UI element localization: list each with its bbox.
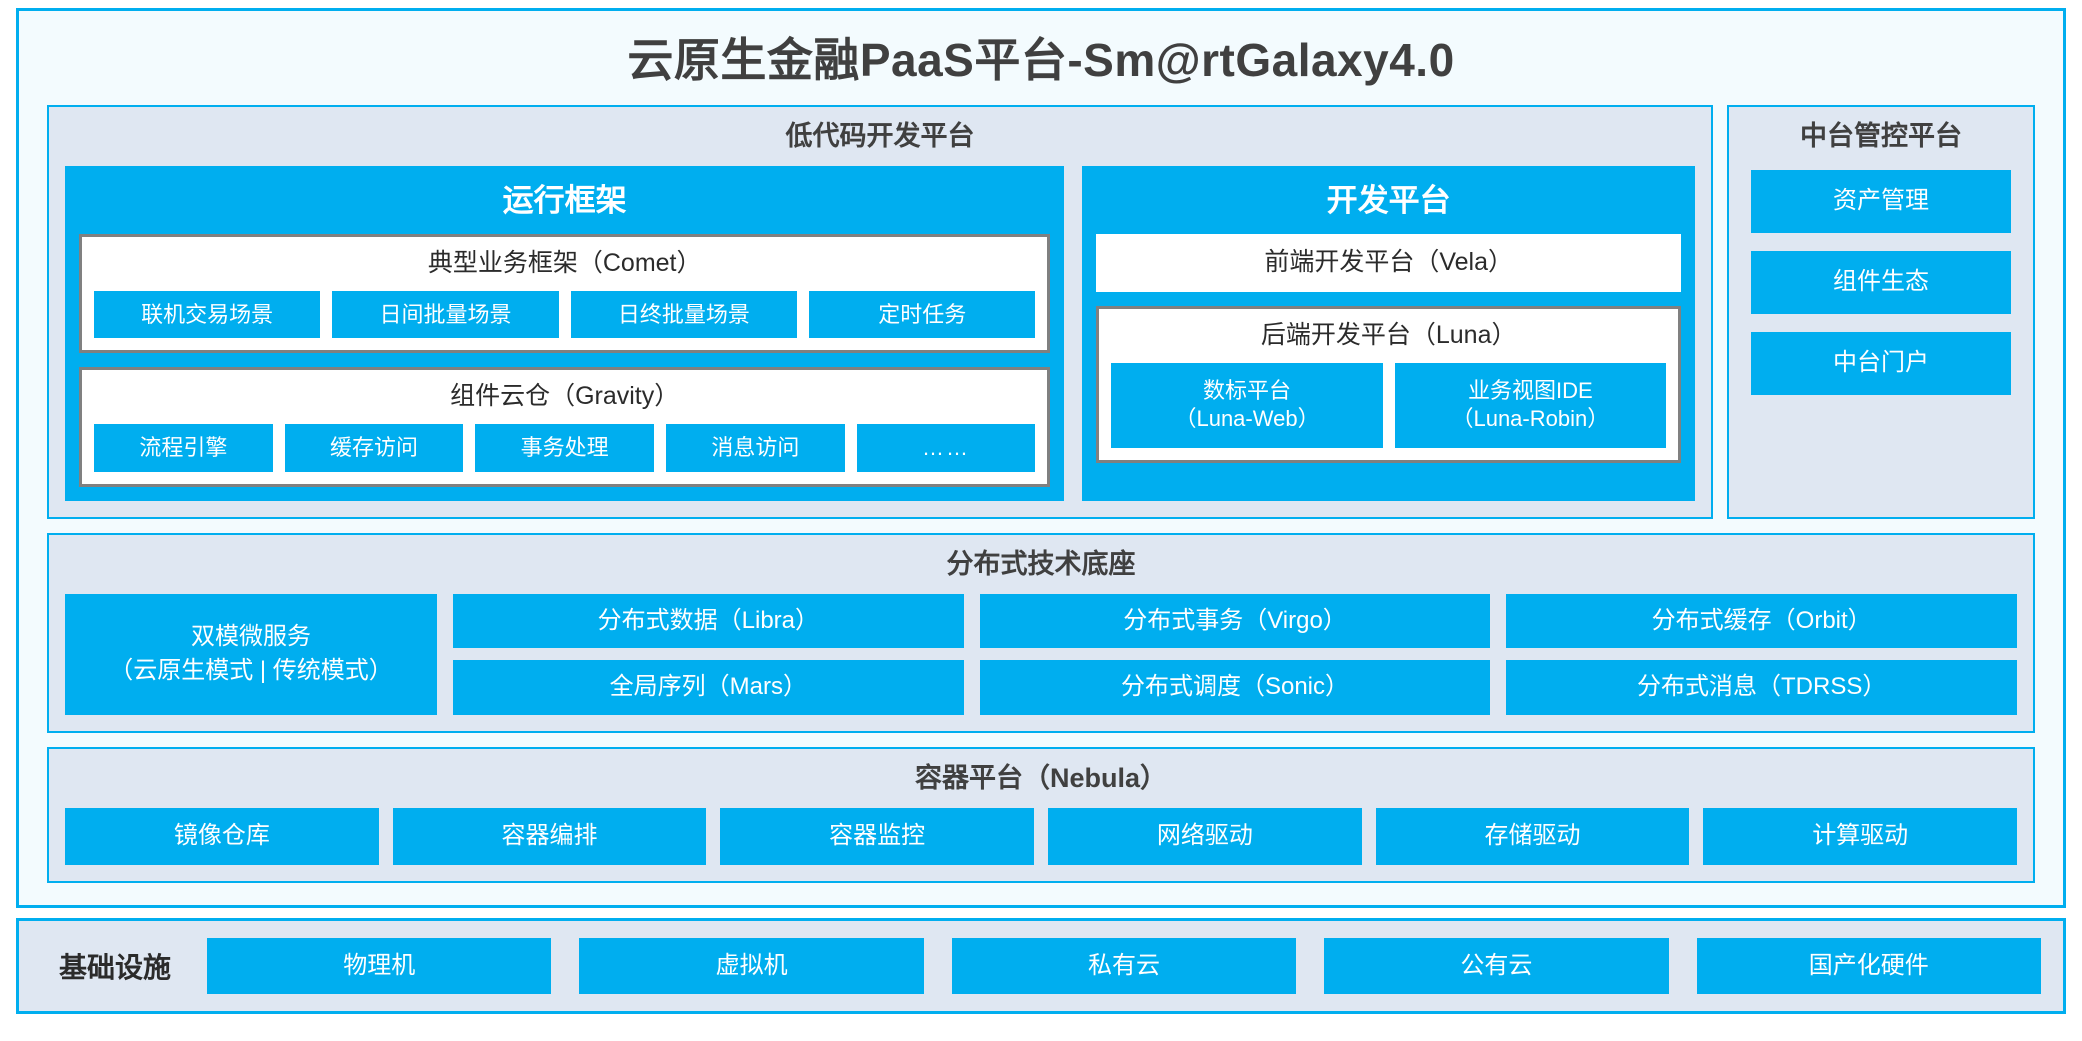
- tech-cell-orbit[interactable]: 分布式缓存（Orbit）: [1506, 593, 2018, 649]
- lowcode-platform-title: 低代码开发平台: [785, 121, 975, 152]
- development-platform-title: 开发平台: [1326, 183, 1451, 219]
- gravity-chip[interactable]: 消息访问: [666, 424, 845, 472]
- tech-base-body: 双模微服务（云原生模式 | 传统模式） 分布式数据（Libra） 全局序列（Ma…: [65, 593, 2018, 716]
- gravity-chip[interactable]: 缓存访问: [284, 424, 464, 472]
- container-item-image-registry[interactable]: 镜像仓库: [65, 808, 379, 866]
- gravity-chip-row: 流程引擎 缓存访问 事务处理 消息访问 ……: [94, 424, 1036, 472]
- container-platform-title: 容器平台（Nebula）: [914, 763, 1168, 794]
- infrastructure-item-virtual-machine[interactable]: 虚拟机: [579, 937, 924, 995]
- comet-box: 典型业务框架（Comet） 联机交易场景 日间批量场景 日终批量场景 定时任务: [79, 234, 1051, 354]
- backend-platform-title: 后端开发平台（Luna）: [1260, 320, 1517, 349]
- container-item-network-driver[interactable]: 网络驱动: [1048, 808, 1362, 866]
- mgmt-platform-title: 中台管控平台: [1800, 121, 1962, 152]
- container-platform-panel: 容器平台（Nebula） 镜像仓库 容器编排 容器监控 网络驱动 存储驱动 计算…: [47, 747, 2035, 884]
- tech-cell-dual-mode-microservice[interactable]: 双模微服务（云原生模式 | 传统模式）: [65, 593, 437, 716]
- tech-base-title: 分布式技术底座: [946, 548, 1136, 579]
- infrastructure-item-physical-machine[interactable]: 物理机: [207, 937, 552, 995]
- mgmt-platform-panel: 中台管控平台 资产管理 组件生态 中台门户: [1727, 105, 2035, 519]
- comet-chip[interactable]: 日终批量场景: [570, 290, 798, 339]
- gravity-chip-more[interactable]: ……: [856, 424, 1036, 472]
- infrastructure-item-row: 物理机 虚拟机 私有云 公有云 国产化硬件: [207, 937, 2041, 995]
- runtime-framework-title: 运行框架: [502, 183, 627, 219]
- lowcode-platform-panel: 低代码开发平台 运行框架 典型业务框架（Comet） 联机交易场景 日间批量场景…: [47, 105, 1713, 519]
- tech-column-1: 分布式数据（Libra） 全局序列（Mars）: [453, 593, 964, 716]
- page-title: 云原生金融PaaS平台-Sm@rtGalaxy4.0: [627, 34, 1455, 86]
- infrastructure-label: 基础设施: [59, 952, 172, 983]
- lowcode-columns: 运行框架 典型业务框架（Comet） 联机交易场景 日间批量场景 日终批量场景 …: [65, 166, 1695, 501]
- infrastructure-item-domestic-hardware[interactable]: 国产化硬件: [1696, 937, 2041, 995]
- comet-title: 典型业务框架（Comet）: [427, 249, 702, 278]
- platform-frame: 云原生金融PaaS平台-Sm@rtGalaxy4.0 低代码开发平台 运行框架 …: [16, 8, 2066, 908]
- tech-column-2: 分布式事务（Virgo） 分布式调度（Sonic）: [979, 593, 1491, 716]
- frontend-platform-box[interactable]: 前端开发平台（Vela）: [1096, 234, 1681, 292]
- tech-cell-virgo[interactable]: 分布式事务（Virgo）: [979, 593, 1491, 649]
- mgmt-item-list: 资产管理 组件生态 中台门户: [1751, 166, 2011, 498]
- backend-chip-luna-robin[interactable]: 业务视图IDE（Luna-Robin）: [1394, 362, 1667, 448]
- comet-chip[interactable]: 联机交易场景: [94, 290, 321, 339]
- tech-cell-mars[interactable]: 全局序列（Mars）: [453, 660, 964, 716]
- gravity-chip[interactable]: 流程引擎: [94, 424, 273, 472]
- infrastructure-item-private-cloud[interactable]: 私有云: [951, 937, 1297, 995]
- container-item-row: 镜像仓库 容器编排 容器监控 网络驱动 存储驱动 计算驱动: [65, 808, 2018, 866]
- upper-row: 低代码开发平台 运行框架 典型业务框架（Comet） 联机交易场景 日间批量场景…: [47, 105, 2035, 519]
- comet-chip[interactable]: 日间批量场景: [332, 290, 559, 339]
- infrastructure-item-public-cloud[interactable]: 公有云: [1324, 937, 1669, 995]
- tech-cell-sonic[interactable]: 分布式调度（Sonic）: [979, 660, 1491, 716]
- gravity-box: 组件云仓（Gravity） 流程引擎 缓存访问 事务处理 消息访问 ……: [79, 367, 1051, 487]
- development-platform-group: 开发平台 前端开发平台（Vela） 后端开发平台（Luna） 数标平台（Luna…: [1082, 166, 1695, 501]
- backend-platform-box: 后端开发平台（Luna） 数标平台（Luna-Web） 业务视图IDE（Luna…: [1096, 305, 1681, 463]
- infrastructure-panel: 基础设施 物理机 虚拟机 私有云 公有云 国产化硬件: [16, 918, 2066, 1014]
- frontend-platform-label: 前端开发平台（Vela）: [1264, 248, 1514, 277]
- tech-column-3: 分布式缓存（Orbit） 分布式消息（TDRSS）: [1506, 593, 2018, 716]
- container-item-monitoring[interactable]: 容器监控: [720, 808, 1035, 866]
- tech-base-panel: 分布式技术底座 双模微服务（云原生模式 | 传统模式） 分布式数据（Libra）…: [47, 532, 2035, 734]
- gravity-title: 组件云仓（Gravity）: [450, 382, 680, 411]
- tech-cell-tdrss[interactable]: 分布式消息（TDRSS）: [1506, 660, 2018, 716]
- container-item-storage-driver[interactable]: 存储驱动: [1375, 808, 1690, 866]
- tech-cell-libra[interactable]: 分布式数据（Libra）: [453, 593, 964, 649]
- backend-chip-luna-web[interactable]: 数标平台（Luna-Web）: [1111, 362, 1383, 448]
- comet-chip-row: 联机交易场景 日间批量场景 日终批量场景 定时任务: [94, 290, 1036, 339]
- mgmt-item-portal[interactable]: 中台门户: [1751, 331, 2011, 395]
- mgmt-item-asset-management[interactable]: 资产管理: [1751, 170, 2011, 233]
- comet-chip[interactable]: 定时任务: [809, 290, 1036, 339]
- runtime-framework-group: 运行框架 典型业务框架（Comet） 联机交易场景 日间批量场景 日终批量场景 …: [65, 166, 1065, 501]
- mgmt-item-component-ecosystem[interactable]: 组件生态: [1751, 250, 2011, 314]
- gravity-chip[interactable]: 事务处理: [475, 424, 655, 472]
- container-item-compute-driver[interactable]: 计算驱动: [1703, 808, 2018, 866]
- backend-chip-row: 数标平台（Luna-Web） 业务视图IDE（Luna-Robin）: [1111, 362, 1667, 448]
- container-item-orchestration[interactable]: 容器编排: [392, 808, 707, 866]
